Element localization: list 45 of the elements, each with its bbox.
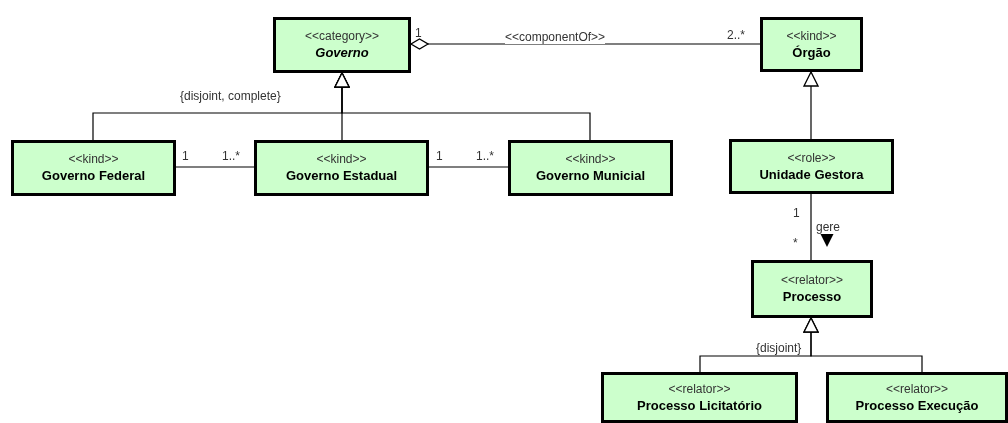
- class-name: Unidade Gestora: [759, 165, 864, 184]
- stereotype-text: <<relator>>: [885, 380, 948, 397]
- class-name: Governo Estadual: [285, 167, 398, 185]
- association-line: [175, 166, 255, 168]
- edge-label: <<componentOf>>: [505, 30, 606, 44]
- stereotype-text: <<kind>>: [786, 27, 837, 44]
- class-box: [826, 372, 1008, 423]
- class-box: [11, 140, 176, 196]
- stereotype-text: <<role>>: [787, 149, 836, 166]
- stereotype-text: <<kind>>: [68, 151, 119, 167]
- class-name: Governo Federal: [41, 167, 146, 185]
- stereotype-text: <<category>>: [304, 28, 380, 44]
- class-box: [751, 260, 873, 318]
- stereotype-text: <<relator>>: [780, 272, 843, 288]
- class-box: [273, 17, 411, 73]
- class-box: [729, 139, 894, 194]
- class-name: Governo: [315, 44, 369, 62]
- constraint-label: {disjoint}: [756, 341, 802, 355]
- generalization-arrow: [803, 71, 819, 140]
- multiplicity-label: 1: [436, 149, 443, 163]
- multiplicity-label: 2..*: [727, 28, 745, 42]
- multiplicity-label: 1: [182, 149, 189, 163]
- multiplicity-label: *: [793, 236, 798, 250]
- class-name: Governo Municial: [535, 167, 646, 185]
- multiplicity-label: 1: [793, 206, 800, 220]
- constraint-label: {disjoint, complete}: [180, 89, 281, 103]
- aggregation-line: [410, 38, 761, 50]
- class-box: [254, 140, 429, 196]
- class-box: [760, 17, 863, 72]
- multiplicity-label: 1: [415, 26, 422, 40]
- class-name: Processo Execução: [855, 396, 979, 415]
- class-name: Processo Licitatório: [637, 396, 762, 415]
- multiplicity-label: 1..*: [476, 149, 494, 163]
- class-box: [508, 140, 673, 196]
- class-name: Processo: [782, 288, 842, 306]
- association-line: [428, 166, 509, 168]
- stereotype-text: <<kind>>: [316, 151, 367, 167]
- association-line: [810, 193, 812, 261]
- class-box: [601, 372, 798, 423]
- generalization-arrow: [803, 317, 923, 373]
- generalization-arrow: [334, 72, 591, 141]
- class-name: Órgão: [792, 43, 831, 62]
- stereotype-text: <<relator>>: [668, 380, 731, 397]
- multiplicity-label: 1..*: [222, 149, 240, 163]
- stereotype-text: <<kind>>: [565, 151, 616, 167]
